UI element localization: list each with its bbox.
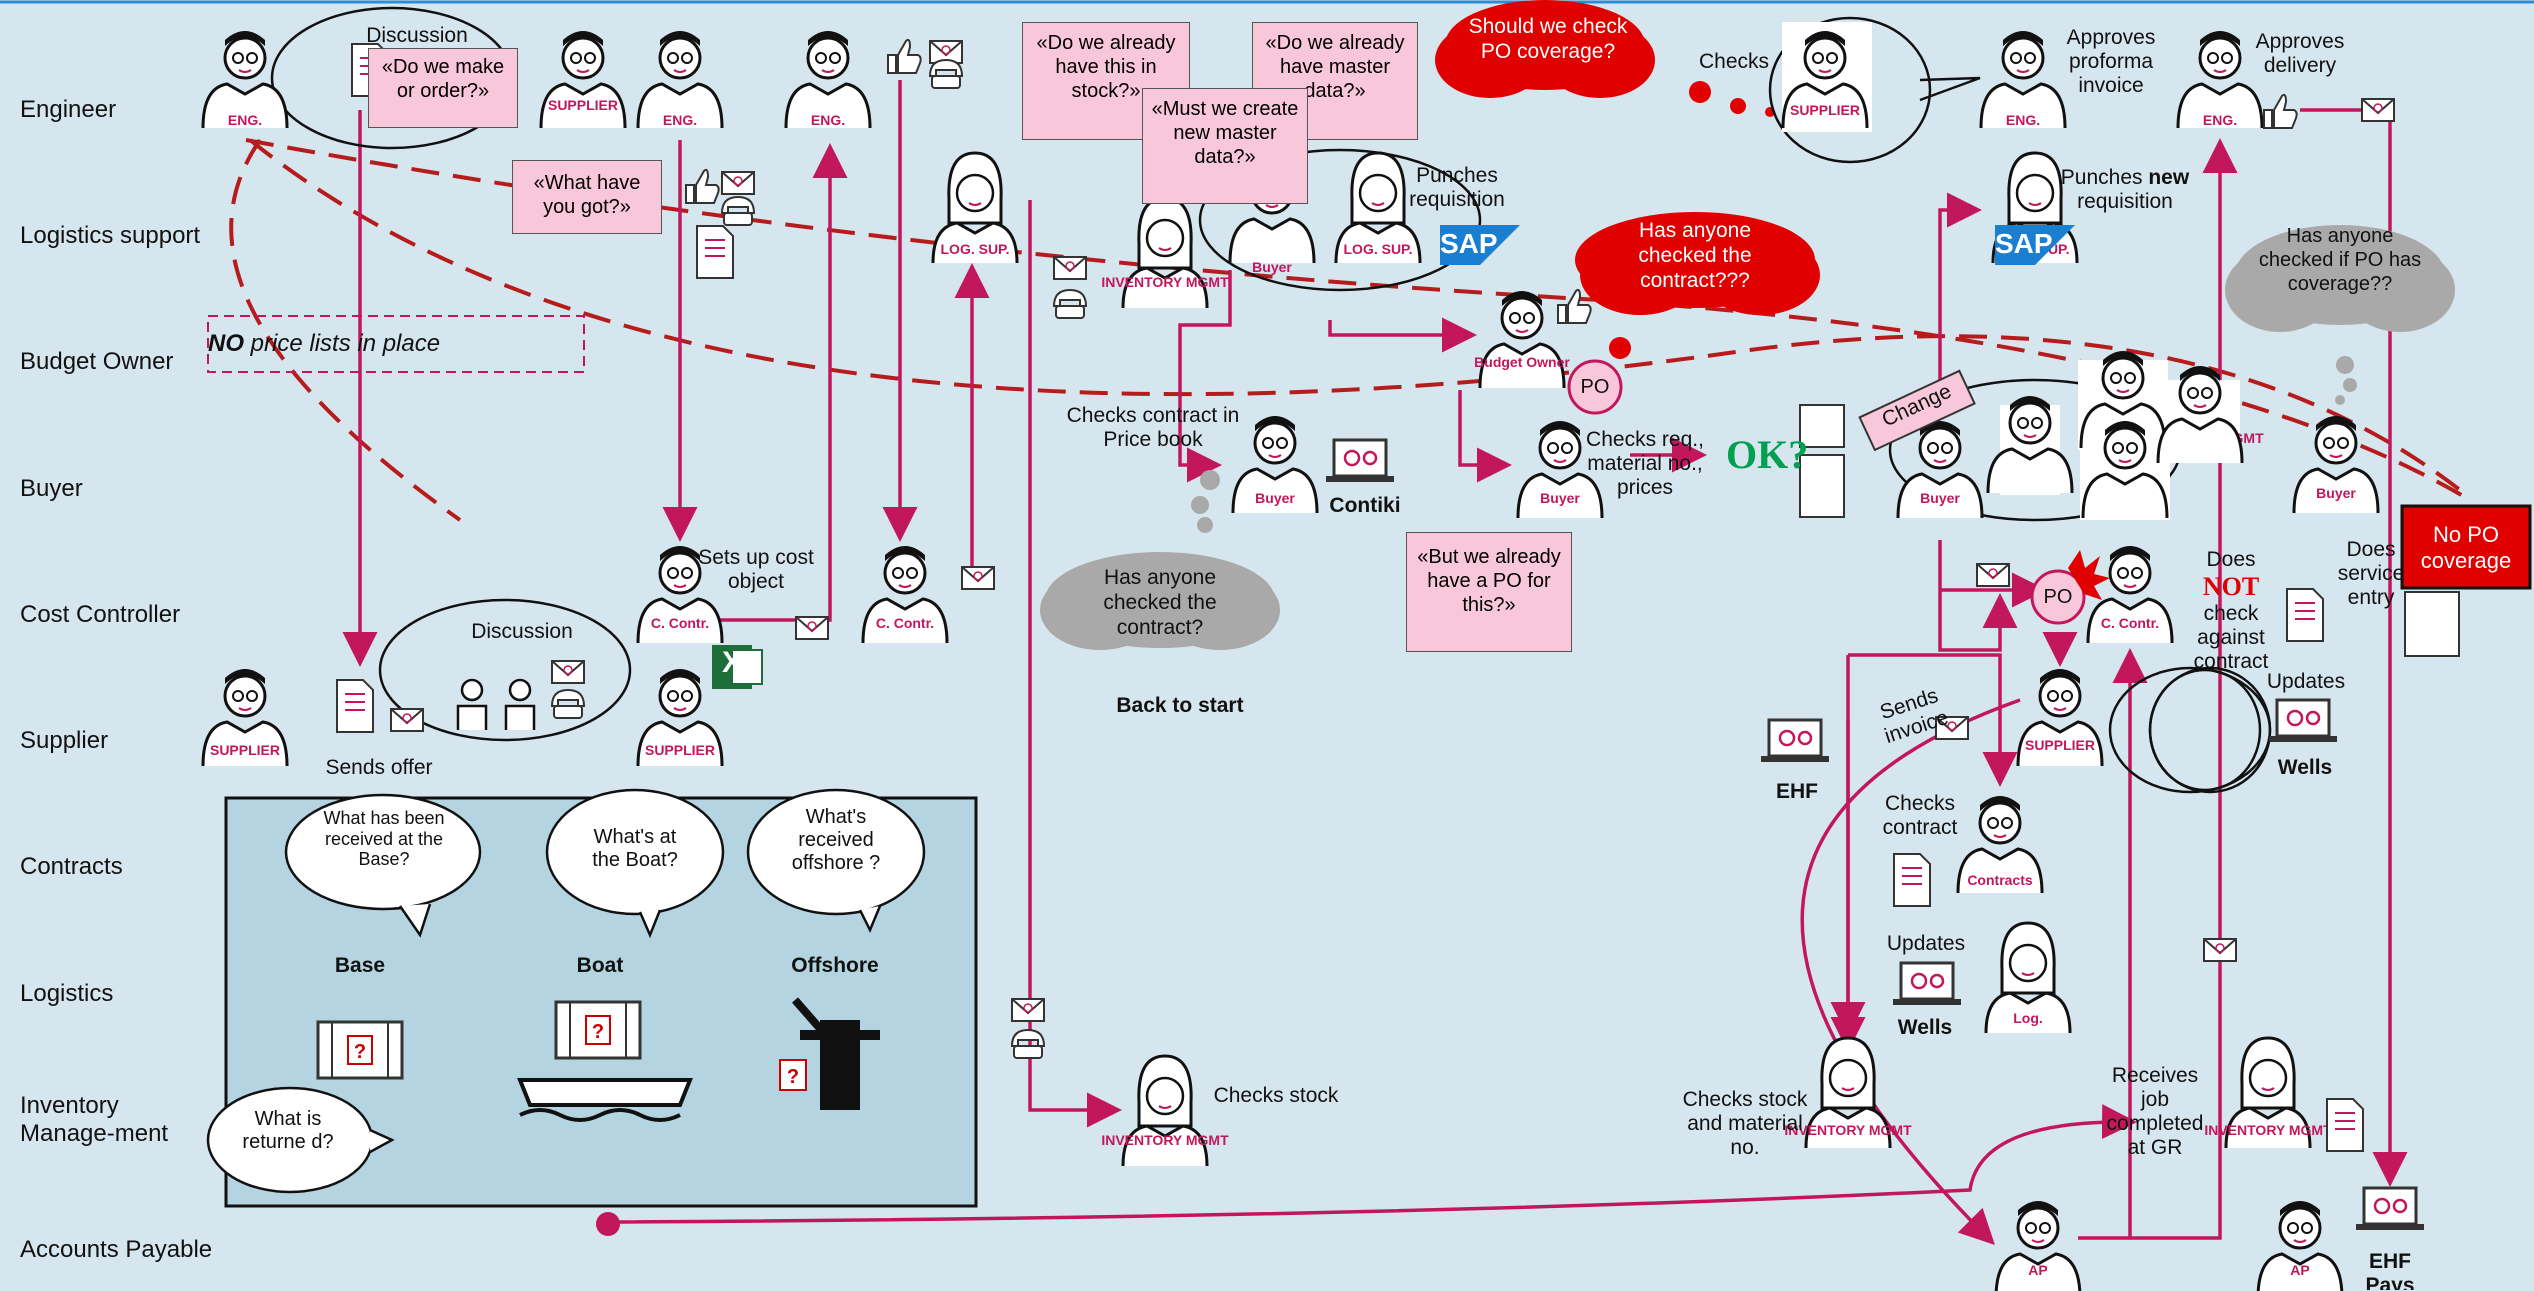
svg-text:ENG.: ENG. [663,112,697,128]
sets-up-label: Sets up cost object [698,546,814,594]
svg-text:SUPPLIER: SUPPLIER [1790,102,1860,118]
lane-label: Supplier [20,727,109,754]
svg-text:ENG.: ENG. [2006,112,2040,128]
checked-contract-cloud-grey: Has anyone checked the contract? [1103,566,1217,640]
svg-text:?: ? [787,1066,799,1088]
svg-text:Budget Owner: Budget Owner [1474,354,1570,370]
ehf-label: EHF [1776,780,1818,803]
sap-logo [1440,225,2075,265]
already-have-po-bubble: «But we already have a PO for this?» [1406,532,1572,652]
svg-text:Buyer: Buyer [2316,485,2356,501]
approves-proforma-label: Approves proforma invoice [2066,26,2156,98]
ok-label: OK? [1726,432,1809,477]
offshore-question: What's received offshore ? [791,806,881,874]
svg-text:SUPPLIER: SUPPLIER [548,97,618,113]
discussion-mid-label: Discussion [471,620,573,643]
svg-text:C. Contr.: C. Contr. [651,615,709,631]
base-label: Base [334,954,386,977]
lane-label: Cost Controller [20,601,181,628]
lane-label: Engineer [20,96,117,123]
updates-label: Updates [2266,670,2346,693]
svg-text:INVENTORY MGMT: INVENTORY MGMT [1101,274,1229,290]
contiki-label: Contiki [1329,494,1401,517]
punches-new-requisition-label: Punches new requisition [2060,166,2190,214]
boat-question: What's at the Boat? [592,826,678,871]
wells-label: Wells [2277,756,2333,779]
svg-text:Buyer: Buyer [1255,490,1295,506]
svg-text:ENG.: ENG. [228,112,262,128]
checked-contract-cloud-red: Has anyone checked the contract??? [1638,219,1752,293]
punches-requisition-label: Punches requisition [1409,164,1505,212]
lane-label: Budget Owner [20,348,174,375]
checks-stock-material-label: Checks stock and material no. [1682,1088,1808,1160]
offshore-label: Offshore [791,954,879,977]
back-to-start-label: Back to start [1116,694,1244,717]
svg-text:SUPPLIER: SUPPLIER [645,742,715,758]
svg-text:ENG.: ENG. [2203,112,2237,128]
svg-text:Log.: Log. [2013,1010,2043,1026]
sends-offer-label: Sends offer [325,756,433,779]
does-service-entry-label: Does service entry [2337,538,2405,610]
po-label: PO [1580,376,1610,398]
base-question: What has been received at the Base? [323,808,445,870]
svg-text:Contracts: Contracts [1967,872,2033,888]
should-check-po-cloud: Should we check PO coverage? [1468,15,1628,64]
svg-text:LOG. SUP.: LOG. SUP. [1344,241,1413,257]
lane-label: Accounts Payable [20,1236,213,1263]
svg-text:Buyer: Buyer [1540,490,1580,506]
svg-text:INVENTORY MGMT: INVENTORY MGMT [2204,1122,2332,1138]
what-have-you-got-bubble: «What have you got?» [512,160,662,234]
sap-label: SAP [1440,228,1498,259]
lane-label: Logistics [20,980,114,1007]
svg-text:C. Contr.: C. Contr. [2101,615,2159,631]
approves-delivery-label: Approves delivery [2255,30,2345,78]
ehf-pays-label: EHF Pays [2365,1250,2415,1290]
checks-price-book-label: Checks contract in Price book [1066,404,1240,452]
svg-text:AP: AP [2290,1262,2309,1278]
checks-req-label: Checks req., material no., prices [1586,428,1704,500]
svg-text:AP: AP [2028,1262,2047,1278]
wells2-label: Wells [1897,1016,1953,1039]
checks-stock-label: Checks stock [1213,1084,1339,1107]
lane-label: Inventory Manage-ment [20,1092,169,1147]
svg-text:C. Contr.: C. Contr. [876,615,934,631]
svg-text:SUPPLIER: SUPPLIER [210,742,280,758]
updates-mid-label: Updates [1886,932,1966,955]
no-price-lists: NO price lists in place [208,330,441,357]
po-coverage-cloud: Has anyone checked if PO has coverage?? [2258,225,2422,295]
no-po-coverage-label: No PO coverage [2420,522,2512,574]
lane-label: Contracts [20,853,123,880]
svg-text:SUPPLIER: SUPPLIER [2025,737,2095,753]
boat-label: Boat [576,954,624,977]
discussion-label: Discussion [366,24,468,47]
receives-job-label: Receives job completed at GR [2106,1064,2204,1160]
excel-label: X [721,646,742,679]
create-master-data-bubble: «Must we create new master data?» [1142,88,1308,204]
svg-text:Buyer: Buyer [1252,259,1292,275]
sap-label: SAP [1995,228,2053,259]
svg-text:INVENTORY MGMT: INVENTORY MGMT [1784,1122,1912,1138]
lane-label: Logistics support [20,222,201,249]
svg-text:INVENTORY MGMT: INVENTORY MGMT [1101,1132,1229,1148]
checks-contract-label: Checks contract [1882,792,1958,840]
make-or-order-bubble: «Do we make or order?» [368,48,518,128]
svg-text:ENG.: ENG. [811,112,845,128]
offshore-rig-icon: ? [779,997,880,1110]
lane-label: Buyer [20,475,83,502]
checks-label: Checks [1698,50,1770,73]
svg-text:LOG. SUP.: LOG. SUP. [941,241,1010,257]
svg-text:Buyer: Buyer [1920,490,1960,506]
po-label: PO [2043,586,2073,608]
returned-question: What is returne d? [242,1108,334,1153]
no-po-coverage-box [2400,504,2532,590]
